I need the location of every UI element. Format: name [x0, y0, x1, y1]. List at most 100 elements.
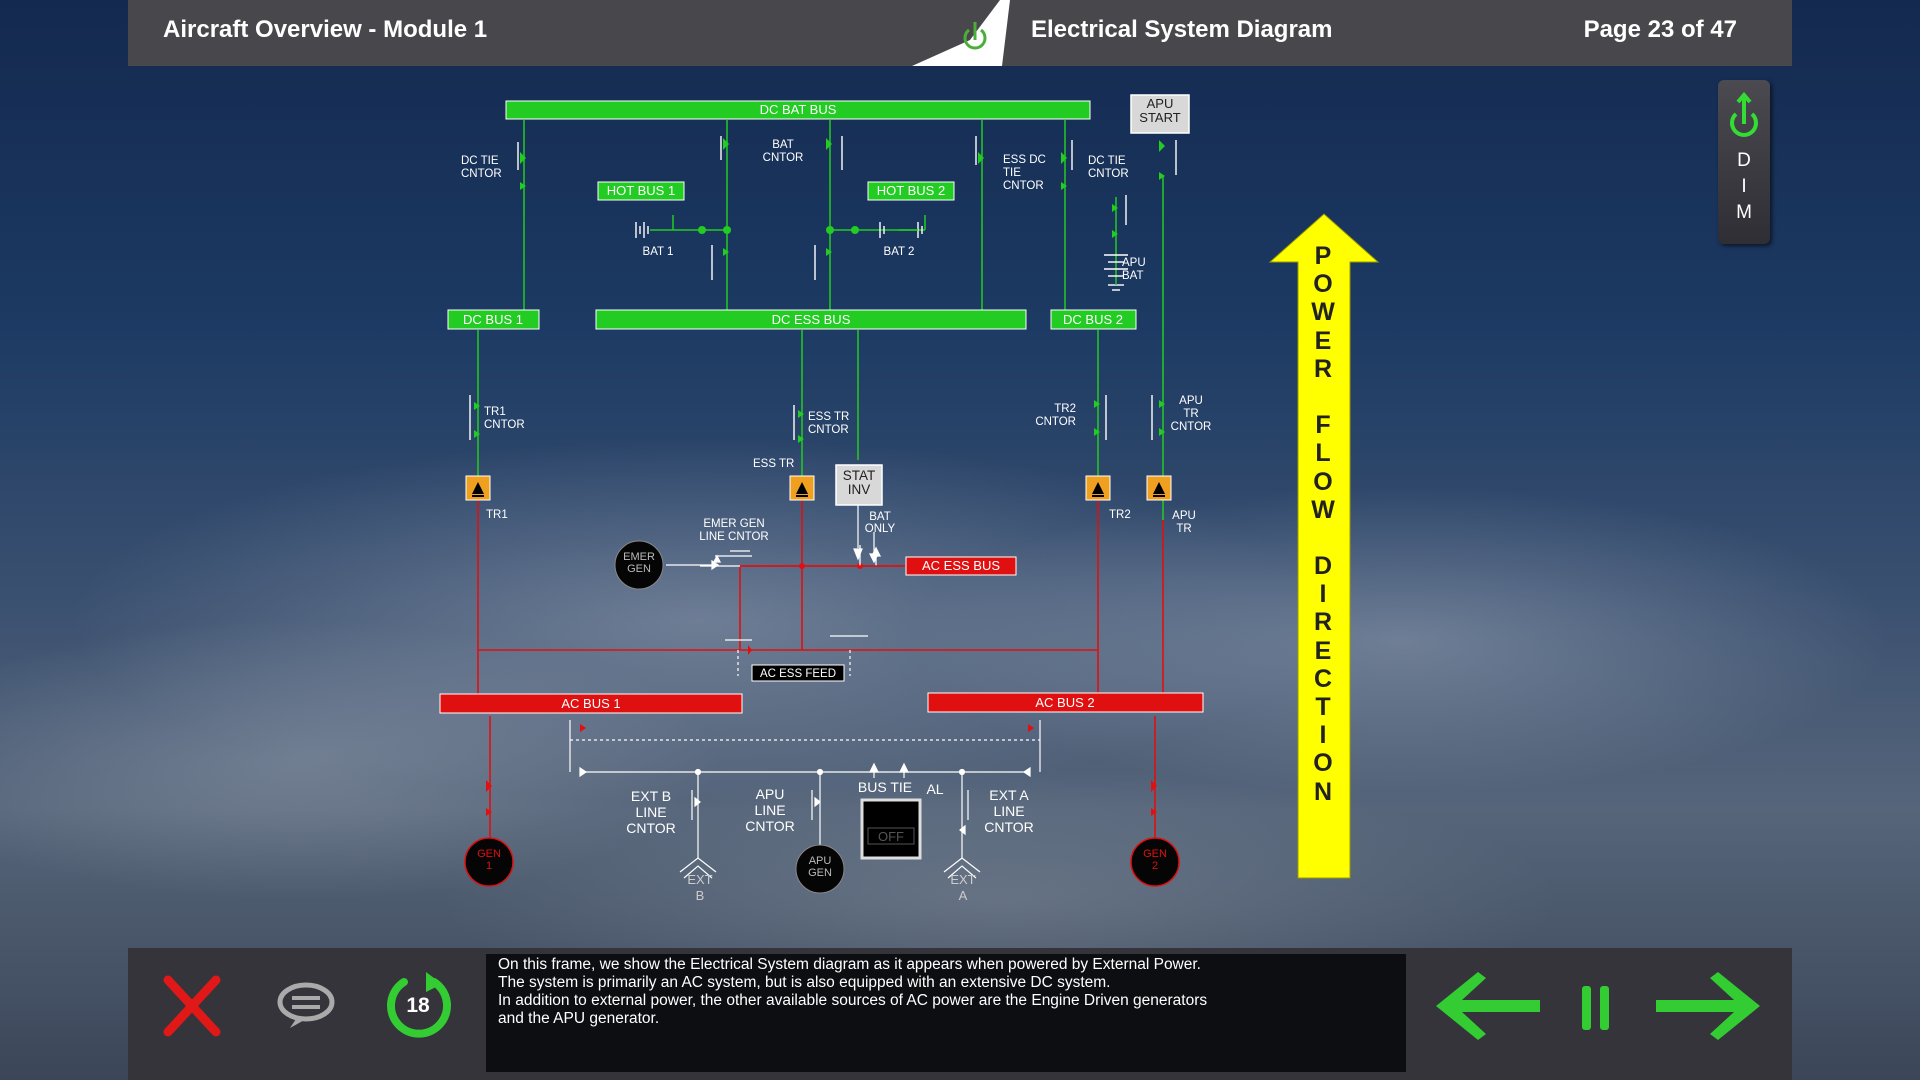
dc-tie-cntor-right-label: DC TIE: [1088, 155, 1126, 167]
dim-letter: M: [1736, 202, 1752, 223]
arrow-right-icon: [1656, 972, 1760, 1040]
diagram-labels: DC TIE CNTOR BAT CNTOR ESS DC TIE CNTOR …: [461, 139, 1211, 543]
apu-start-label: APU: [1147, 96, 1174, 111]
dc-bus-2: DC BUS 2: [1050, 309, 1137, 330]
dim-button[interactable]: D I M: [1718, 80, 1770, 244]
ext-a-label: A: [959, 888, 968, 903]
ac-ess-feed-contactors: [700, 545, 882, 641]
emer-gen-line-cntor-label: EMER GEN: [703, 518, 764, 530]
ac-ess-feed-dashed: [570, 650, 1040, 741]
power-flow-letter: E: [1314, 326, 1332, 355]
apu-tr-cntor-label: TR: [1183, 408, 1198, 420]
pause-button[interactable]: [1580, 984, 1612, 1032]
power-flow-arrow: [1268, 213, 1380, 879]
stat-inv-button[interactable]: STAT INV: [835, 464, 883, 506]
apu-tr-label: APU: [1172, 510, 1196, 522]
dc-ess-bus: DC ESS BUS: [595, 309, 1027, 330]
pause-icon: [1582, 986, 1609, 1030]
power-flow-letter: O: [1313, 467, 1333, 496]
gen-1-label: GEN: [477, 848, 501, 860]
power-logo-icon: [963, 22, 987, 50]
comment-button[interactable]: [276, 980, 336, 1032]
dc-bat-bus-label: DC BAT BUS: [760, 102, 837, 117]
power-flow-letter: P: [1314, 242, 1332, 270]
bat-only-label: ONLY: [865, 523, 896, 535]
ac-ess-bus: AC ESS BUS: [905, 556, 1017, 576]
stat-inv-label: STAT: [843, 468, 876, 483]
contactor-bars: [469, 136, 1177, 440]
bus-tie-label: BUS TIE: [858, 779, 912, 795]
power-flow-letter: D: [1313, 552, 1333, 581]
power-flow-letter: O: [1313, 749, 1333, 778]
ext-a-line-cntor-label: CNTOR: [984, 819, 1034, 835]
page-indicator: Page 23 of 47: [1583, 16, 1737, 43]
bat-cntor-label: CNTOR: [763, 152, 804, 164]
arrow-left-icon: [1436, 972, 1540, 1040]
narration-line: The system is primarily an AC system, bu…: [498, 974, 1111, 991]
emer-gen-label: GEN: [627, 563, 651, 575]
bus-tie-switch[interactable]: OFF: [860, 798, 922, 860]
ext-a-line-cntor-label: LINE: [993, 803, 1024, 819]
tr2-cntor-label: TR2: [1054, 403, 1076, 415]
ess-tr-cntor-label: CNTOR: [808, 424, 849, 436]
ac-ess-feed: AC ESS FEED: [751, 664, 845, 682]
stat-inv-label: INV: [848, 482, 871, 497]
ess-dc-tie-cntor-label: CNTOR: [1003, 180, 1044, 192]
tail-fin-shape: [912, 0, 1010, 66]
ac-ess-feed-label: AC ESS FEED: [760, 668, 836, 680]
ess-dc-tie-cntor-label: ESS DC: [1003, 154, 1046, 166]
tr1-cntor-label: CNTOR: [484, 419, 525, 431]
apu-line-cntor-label: APU: [756, 786, 785, 802]
contactor-marks: [474, 138, 1165, 443]
tr2-cntor-label: CNTOR: [1035, 416, 1076, 428]
bat-cntor-label: BAT: [772, 139, 794, 151]
exit-button[interactable]: [160, 972, 224, 1040]
module-title: Aircraft Overview - Module 1: [163, 16, 488, 43]
tr2-unit: [1085, 475, 1111, 501]
power-flow-letter: T: [1315, 693, 1331, 721]
ext-a-label: EXT: [950, 872, 975, 887]
ext-b-line-cntor-label: LINE: [635, 804, 666, 820]
dc-tie-cntor-left-label: CNTOR: [461, 168, 502, 180]
apu-tr-cntor-label: APU: [1179, 395, 1203, 407]
next-button[interactable]: [1652, 968, 1764, 1044]
power-flow-letter: W: [1311, 495, 1335, 524]
apu-gen-label: GEN: [808, 867, 832, 879]
apu-bat-label: BAT: [1122, 270, 1144, 282]
replay-count: 18: [406, 994, 430, 1017]
ext-b-line-cntor-label: EXT B: [631, 788, 671, 804]
apu-start-label: START: [1139, 110, 1180, 125]
battery-wires: [650, 229, 1117, 285]
power-flow-letter: R: [1313, 354, 1333, 383]
apu-gen: APU GEN: [795, 844, 845, 894]
power-flow-letter: N: [1313, 777, 1333, 806]
bus-tie-off-label: OFF: [878, 829, 904, 844]
back-button[interactable]: [1432, 968, 1544, 1044]
power-flow-letter: W: [1311, 298, 1335, 327]
ac-bus-2: AC BUS 2: [927, 692, 1204, 713]
power-dim-icon: [1730, 91, 1758, 137]
ext-power-wiring: [569, 720, 1041, 879]
replay-button[interactable]: 18: [382, 970, 454, 1042]
bus-tie-al-label: AL: [926, 781, 943, 797]
apu-tr-label: TR: [1176, 523, 1191, 535]
dc-tie-cntor-left-label: DC TIE: [461, 155, 499, 167]
emer-gen-wiring: [666, 480, 879, 571]
narration-line: On this frame, we show the Electrical Sy…: [498, 956, 1201, 973]
bat-1-label: BAT 1: [643, 246, 674, 258]
power-flow-letter: F: [1315, 411, 1331, 440]
ac-bus-1-label: AC BUS 1: [561, 696, 620, 711]
tr1-label: TR1: [486, 509, 508, 521]
dc-bus-1: DC BUS 1: [447, 309, 540, 330]
ess-tr-unit: [789, 475, 815, 501]
apu-gen-label: APU: [809, 855, 832, 867]
dim-letter: D: [1737, 150, 1751, 171]
power-flow-letter: R: [1313, 608, 1333, 637]
header-bar: Aircraft Overview - Module 1 Electrical …: [128, 0, 1792, 66]
tail-logo: [912, 0, 1010, 66]
apu-start-button[interactable]: APU START: [1130, 94, 1190, 134]
speech-bubble-icon: [277, 982, 335, 1028]
